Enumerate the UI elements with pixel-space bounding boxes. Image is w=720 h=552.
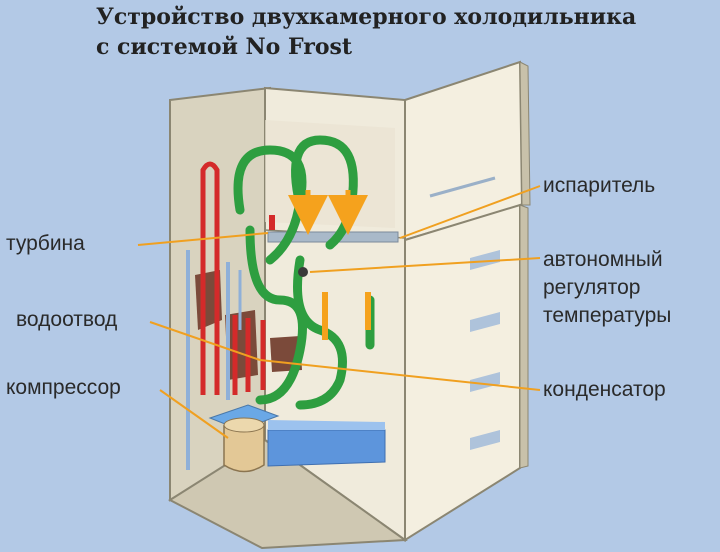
fridge-door-lower (404, 203, 529, 542)
compressor (208, 404, 280, 473)
label-regulator-line-2: регулятор (543, 276, 641, 299)
label-regulator-line-3: температуры (543, 304, 672, 327)
label-isparitel: испаритель (543, 174, 656, 197)
leader-lines (137, 185, 541, 439)
water-tray-top (268, 420, 385, 430)
water-tray (267, 429, 386, 467)
label-vodootvod: водоотвод (16, 308, 118, 331)
refrigerant-coil (200, 161, 275, 395)
title-line-2: с системой No Frost (96, 34, 353, 60)
label-regulator-line-1: автономный (543, 248, 663, 271)
label-kondensator: конденсатор (543, 378, 666, 401)
thermostat-knob (298, 267, 308, 277)
drain-tubes (186, 250, 242, 470)
label-turbina: турбина (6, 232, 85, 255)
label-kompressor: компрессор (6, 376, 121, 399)
fridge-door-upper (404, 60, 531, 242)
title-line-1: Устройство двухкамерного холодильника (96, 4, 637, 30)
airflow-arrows (288, 190, 368, 235)
